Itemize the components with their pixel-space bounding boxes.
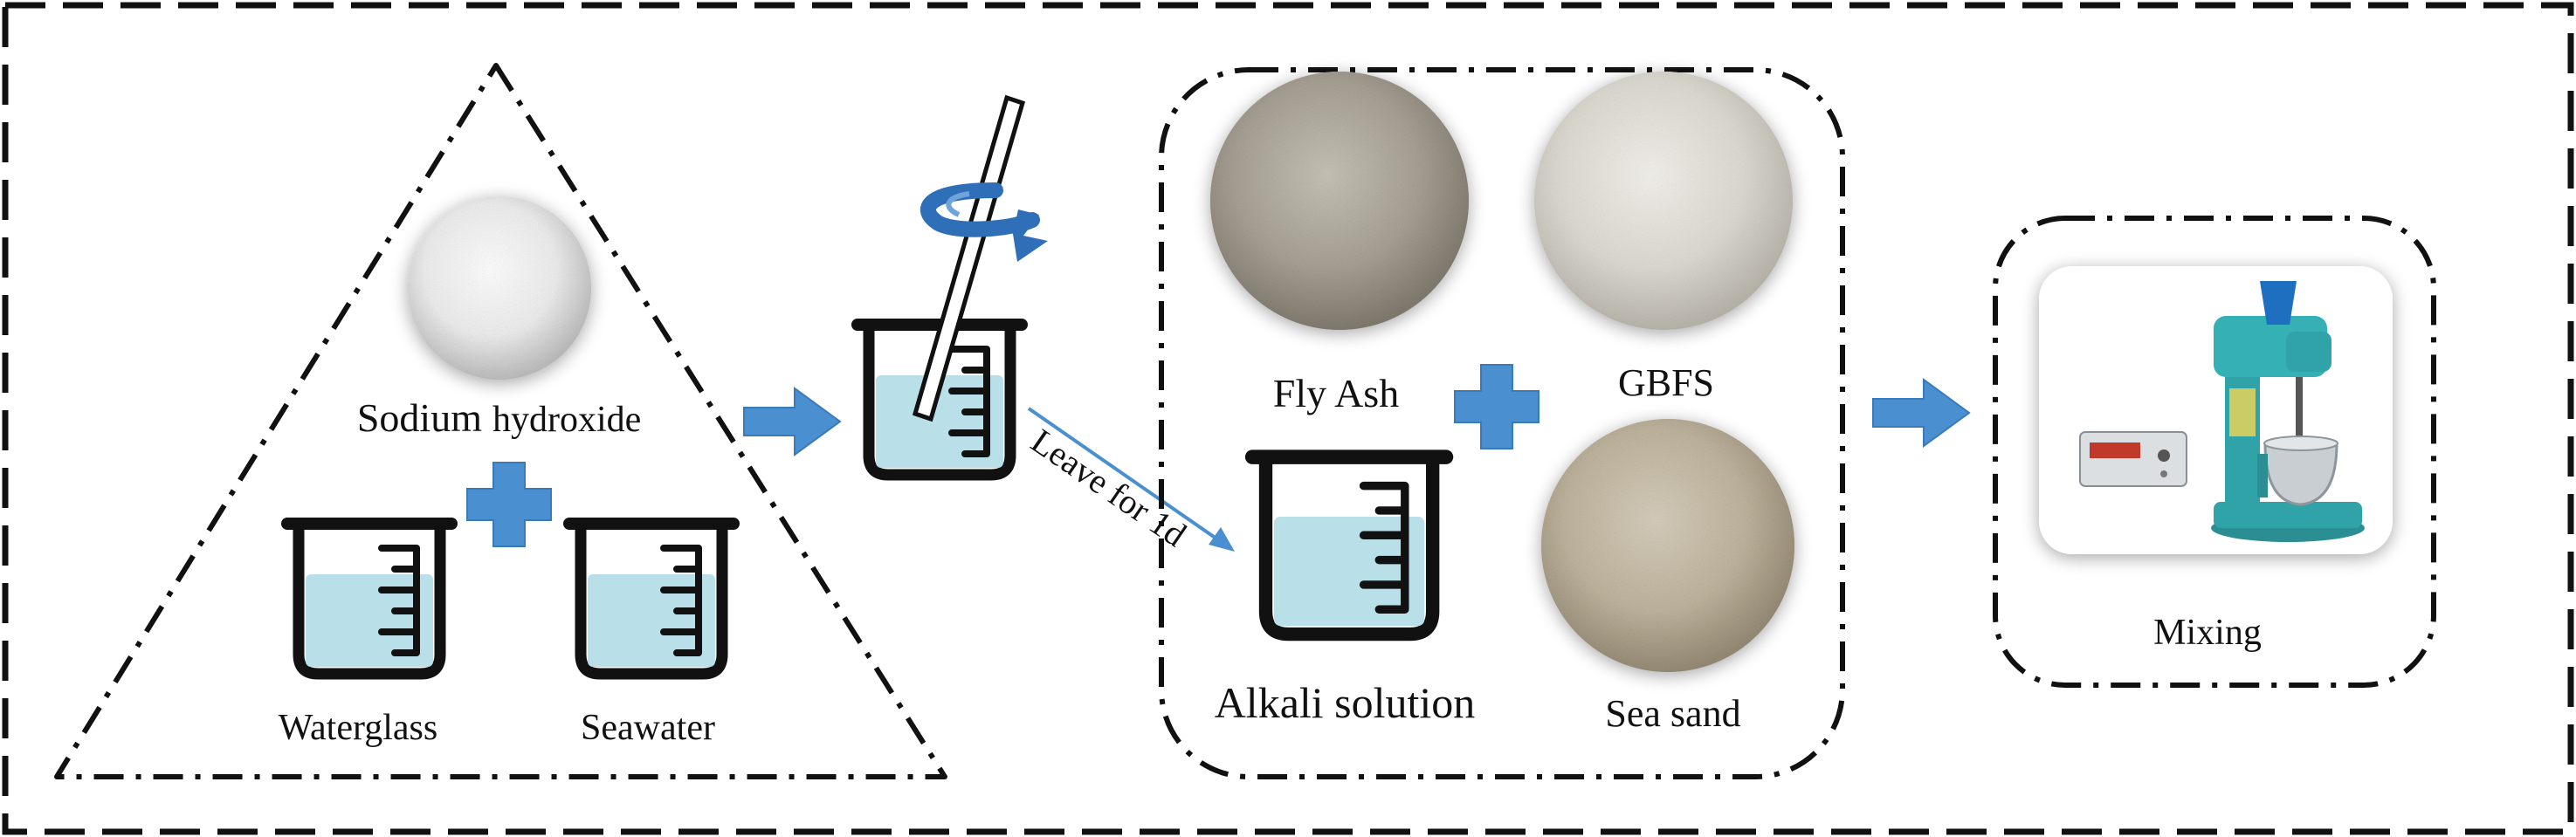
leave-label: Leave for 1d bbox=[1024, 421, 1194, 554]
plus-icon bbox=[1454, 364, 1539, 449]
waterglass-label: Waterglass bbox=[279, 708, 437, 748]
fly-ash-label: Fly Ash bbox=[1273, 371, 1399, 415]
mixing-box bbox=[1993, 216, 2436, 688]
gbfs-label: GBFS bbox=[1618, 361, 1714, 404]
sodium-label: Sodium bbox=[357, 395, 482, 440]
sea-sand-label: Sea sand bbox=[1605, 692, 1740, 735]
mixing-label: Mixing bbox=[2153, 613, 2262, 653]
sea-sand-image bbox=[1541, 419, 1794, 672]
sodium-hydroxide-image bbox=[408, 196, 591, 380]
plus-icon bbox=[466, 462, 552, 547]
seawater-label: Seawater bbox=[581, 708, 715, 748]
seawater-beaker-icon bbox=[569, 524, 734, 674]
arrow-right-icon bbox=[1872, 379, 1970, 447]
gbfs-image bbox=[1534, 72, 1793, 330]
hydroxide-label: hydroxide bbox=[492, 400, 641, 440]
arrow-right-icon bbox=[743, 388, 841, 456]
leave-arrow bbox=[1027, 407, 1235, 552]
rotation-arrow-icon bbox=[920, 182, 1048, 262]
materials-box bbox=[1159, 67, 1845, 779]
mortar-mixer-icon bbox=[2039, 266, 2393, 554]
waterglass-beaker-icon bbox=[287, 524, 451, 674]
ingredients-triangle bbox=[54, 63, 947, 779]
alkali-solution-beaker-icon bbox=[1252, 457, 1446, 635]
fly-ash-image bbox=[1210, 72, 1469, 330]
alkali-solution-label: Alkali solution bbox=[1215, 678, 1476, 727]
glass-rod-icon bbox=[912, 94, 1026, 422]
